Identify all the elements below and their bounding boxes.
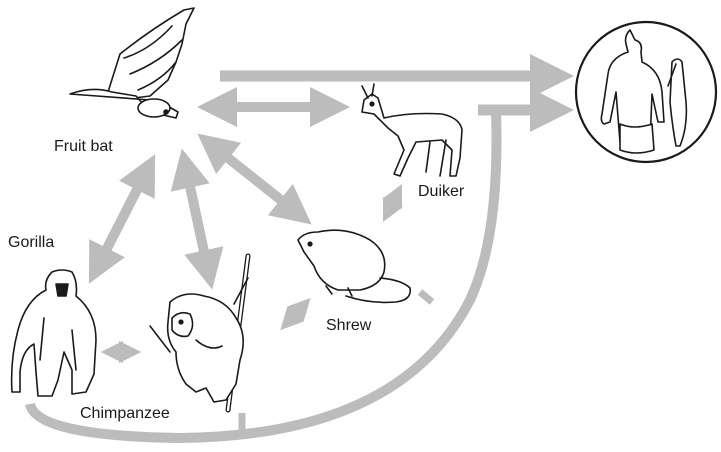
label-shrew: Shrew bbox=[326, 317, 372, 334]
human-hunter-icon bbox=[576, 22, 716, 162]
arrow-bat-gorilla bbox=[98, 172, 146, 266]
arrows-layer bbox=[30, 76, 552, 438]
duiker-icon bbox=[362, 84, 462, 176]
arrow-shrew-chimpanzee bbox=[288, 306, 303, 322]
chimpanzee-icon bbox=[150, 256, 248, 410]
label-gorilla: Gorilla bbox=[8, 234, 54, 251]
arrow-bat-shrew bbox=[213, 146, 296, 212]
label-fruit-bat: Fruit bat bbox=[54, 138, 113, 155]
arc-tick-shrew bbox=[420, 292, 432, 302]
shrew-icon bbox=[298, 230, 410, 302]
fruit-bat-icon bbox=[70, 8, 194, 118]
arc-collector bbox=[30, 112, 496, 438]
label-duiker: Duiker bbox=[418, 183, 465, 200]
arrow-bat-chimpanzee bbox=[186, 168, 208, 270]
gorilla-icon bbox=[12, 270, 96, 396]
label-chimpanzee: Chimpanzee bbox=[80, 405, 170, 422]
arrow-duiker-shrew bbox=[388, 194, 397, 212]
